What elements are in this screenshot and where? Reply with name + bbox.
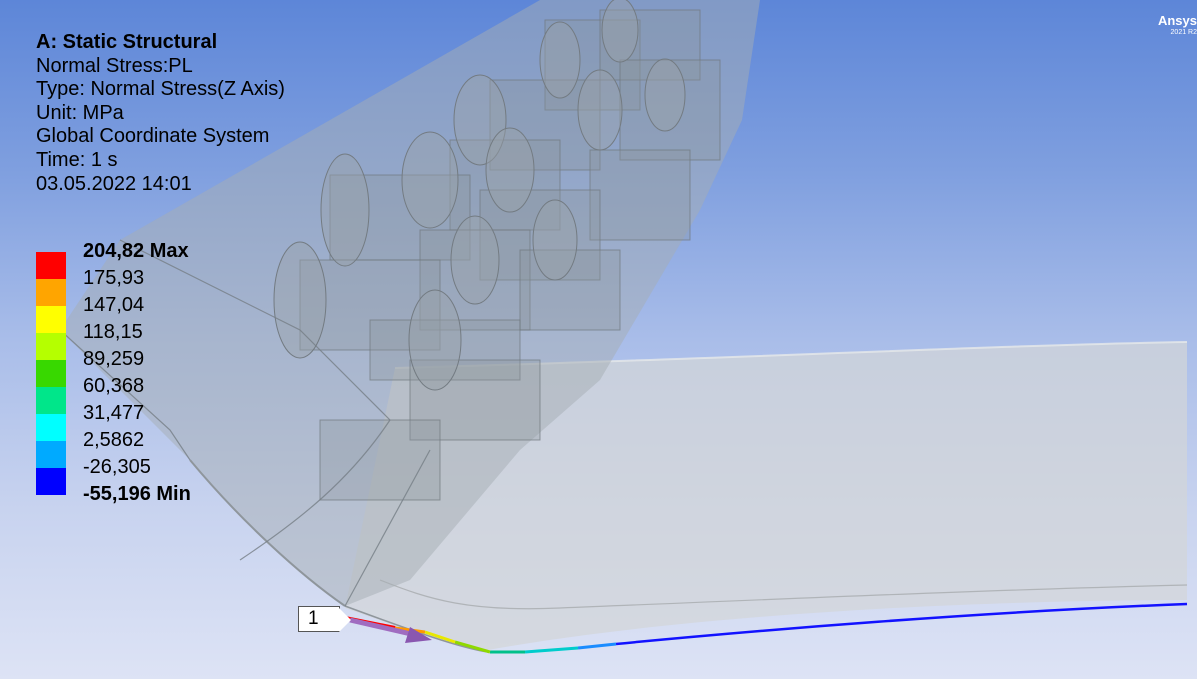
probe-label[interactable]: 1 [298, 606, 351, 632]
legend-label: 175,93 [83, 267, 145, 289]
legend-label: 147,04 [83, 294, 145, 316]
stress-path [344, 602, 1188, 654]
legend-label-min: -55,196 Min [83, 483, 191, 505]
legend-label: 2,5862 [83, 429, 145, 451]
result-time: Time: 1 s [36, 148, 118, 171]
result-unit: Unit: MPa [36, 101, 124, 124]
legend-label: 89,259 [83, 348, 145, 370]
result-info: A: Static Structural Normal Stress:PL Ty… [36, 31, 285, 196]
legend-swatch-6 [36, 387, 66, 414]
result-type: Type: Normal Stress(Z Axis) [36, 78, 285, 101]
legend-swatch-9 [36, 468, 66, 495]
legend-swatch-2 [36, 279, 66, 306]
brand-name: Ansys [1157, 13, 1197, 28]
blade-holes [273, 0, 686, 391]
legend-label: 31,477 [83, 402, 145, 424]
legend-swatch-7 [36, 414, 66, 441]
legend-swatch-1 [36, 252, 66, 279]
legend-label-max: 204,82 Max [83, 240, 189, 262]
legend-label: 118,15 [83, 321, 143, 343]
legend-swatch-8 [36, 441, 66, 468]
analysis-title: A: Static Structural [36, 31, 218, 53]
legend-swatch-3 [36, 306, 66, 333]
result-name: Normal Stress:PL [36, 54, 193, 77]
legend-swatch-4 [36, 333, 66, 360]
legend-swatch-5 [36, 360, 66, 387]
legend-label: -26,305 [83, 456, 151, 478]
brand-version: 2021 R2 [1170, 29, 1197, 36]
ansys-logo: Ansys 2021 R2 [1127, 14, 1197, 37]
tool-body [59, 0, 760, 653]
blade-blocks [299, 9, 721, 501]
coordinate-system: Global Coordinate System [36, 125, 270, 148]
blade-edges [59, 239, 431, 607]
legend-label: 60,368 [83, 375, 145, 397]
result-datetime: 03.05.2022 14:01 [36, 172, 192, 195]
